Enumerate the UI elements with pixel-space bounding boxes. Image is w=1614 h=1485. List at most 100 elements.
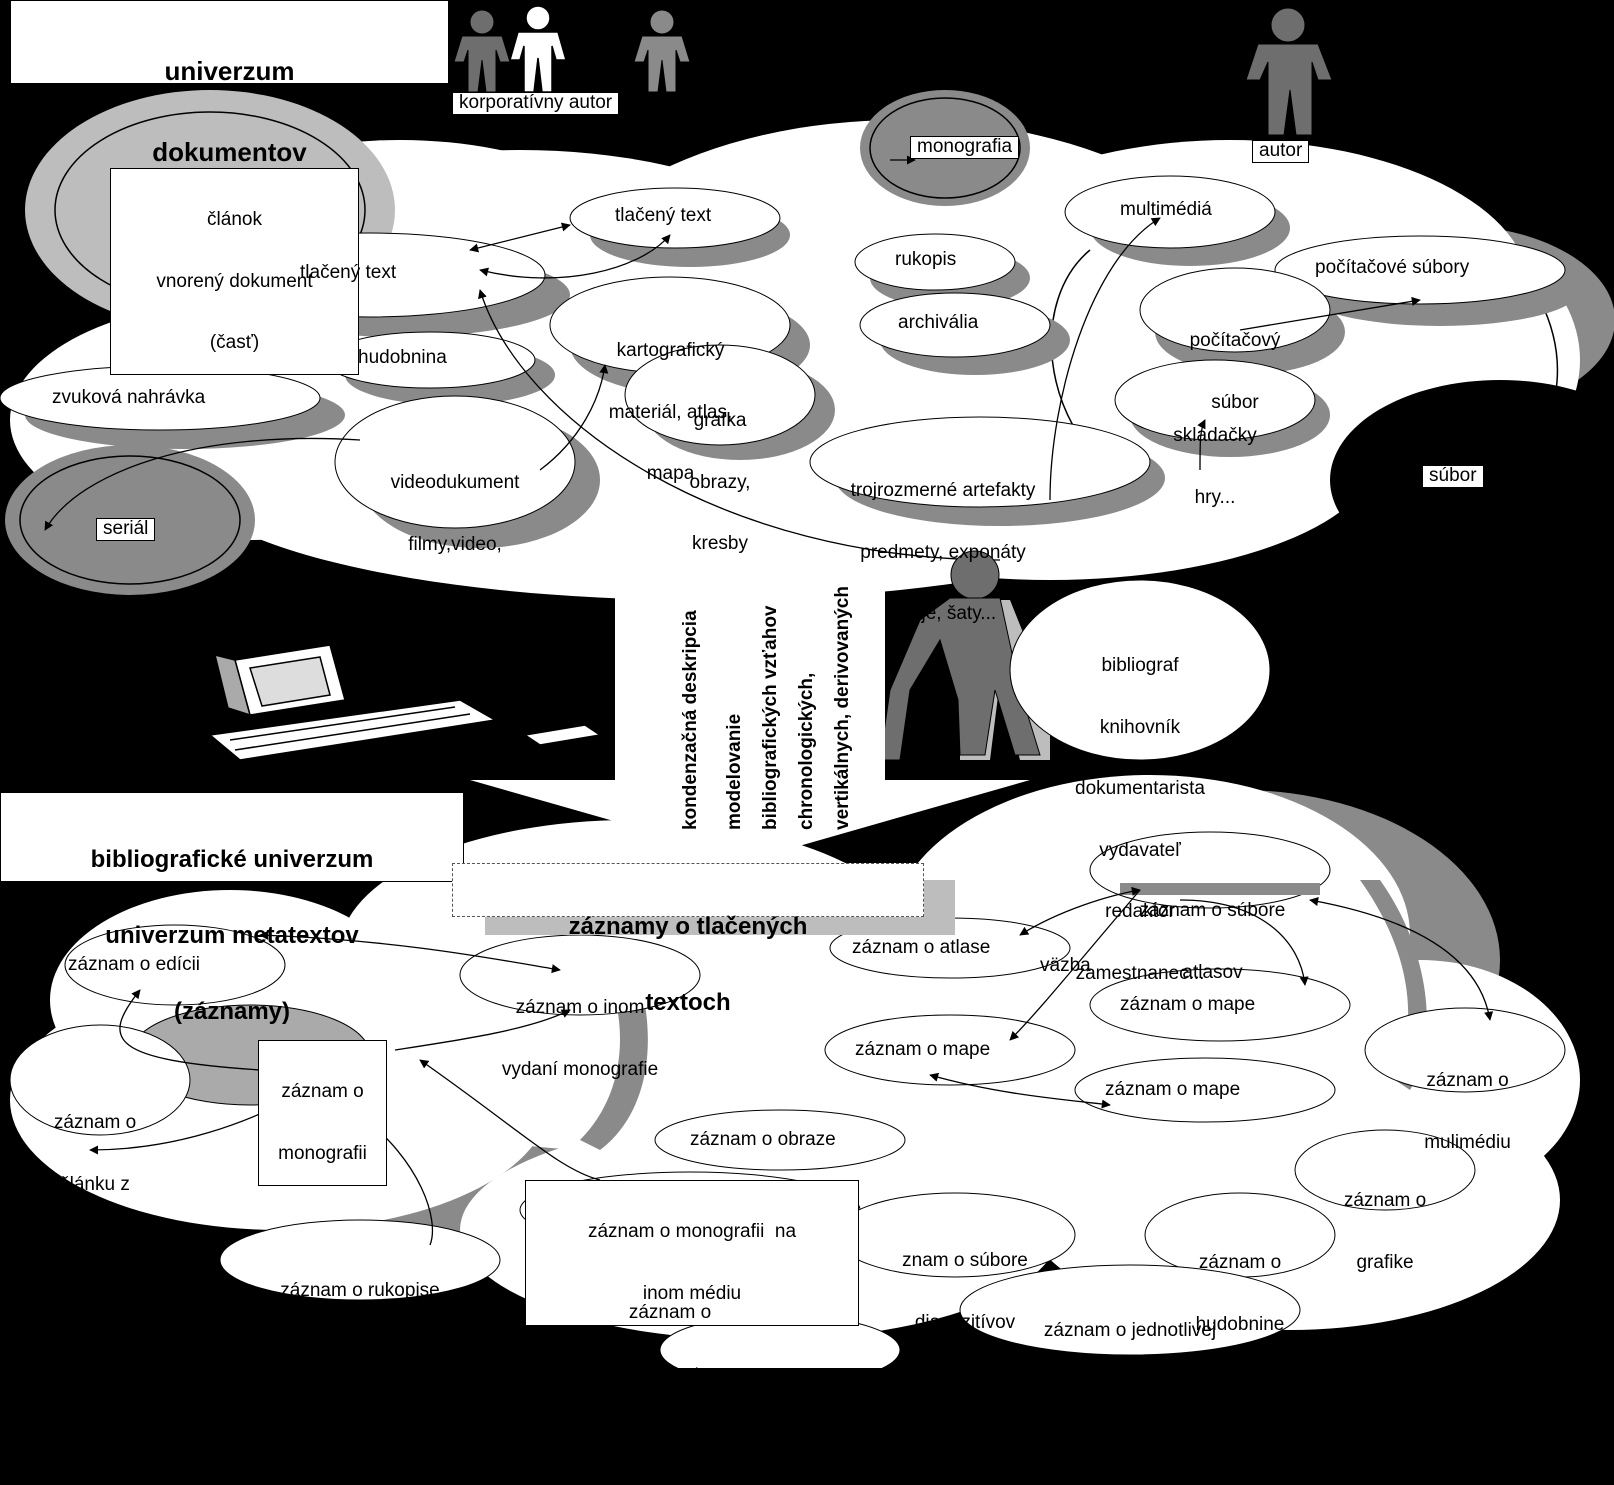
line: monografii [278,1142,367,1164]
line: bibliograf [1101,655,1179,677]
line: záznam [751,1368,819,1390]
line: textoch [645,988,731,1016]
line: trojrozmerné artefakty [850,480,1036,502]
printed-records-title: záznamy o tlačených textoch [452,863,924,1015]
top-universe-title: univerzum dokumentov (prototextov) [10,0,449,248]
line: monografie [312,1341,408,1363]
line: vnorený dokument [156,270,313,292]
multimedia-label: multimédiá [1120,199,1212,220]
record-slide: záznam o diapozitíve [705,1328,865,1472]
top-arrows [44,155,1421,561]
diagram-stage: univerzum dokumentov (prototextov) korpo… [0,0,1614,1368]
line: dokumentarista [1075,778,1205,800]
line: knihovník [1099,716,1181,738]
line: skladbe alebo súbore [1039,1381,1221,1403]
line: hry... [1194,486,1236,508]
record-other-edition: záznam o inom vydaní monografie [455,957,705,1101]
process-line: vertikálnych, derivovaných [832,586,853,830]
line: bibliografické univerzum [90,846,374,874]
line: záznam o [1198,1252,1282,1274]
line: článku z [60,1173,130,1195]
line: grafike [1356,1251,1414,1273]
roles-bubble [1009,579,1271,761]
line: záznam o monografii na [587,1221,797,1243]
record-atlas-set: záznam o súbore atlasov [1130,860,1295,1004]
record-monograph: záznam o monografii [258,1040,387,1186]
line: skladačky [1173,425,1257,447]
process-arrow [470,590,1030,860]
line: filmy,video, [408,533,502,555]
music-label: hudobnina [358,347,447,368]
line: skladieb [1095,1443,1165,1465]
line: záznam o [281,1081,364,1103]
cartographic-label: kartografický materiál, atlas, mapa [578,300,763,505]
article-label: článok vnorený dokument (časť) [110,168,359,376]
computer-files-label: počítačové súbory [1315,257,1470,278]
corporate-author-label: korporatívny autor [452,92,620,115]
line: stroje, šaty... [889,603,997,625]
printed-text-1-label: tlačený text [615,205,712,226]
process-line: chronologických, [796,672,817,830]
record-slide-set: znam o súbore diapozitívov [880,1210,1050,1354]
record-monograph-other-medium: záznam o monografii na inom médiu [525,1180,859,1326]
line: kartografický [616,340,725,362]
puzzles-label: skladačky hry... [1165,385,1265,529]
author-icon [1245,7,1333,136]
line: inom médiu [642,1282,742,1304]
artefacts-label: trojrozmerné artefakty predmety, exponát… [808,440,1078,645]
video-label: videodukument filmy,video, diapozitívy, … [365,432,545,699]
line: záznam o [1343,1190,1427,1212]
record-article-from-monograph: záznam o článku z monografie, [25,1072,165,1277]
line: znam o súbore [902,1250,1028,1272]
sound-recording-label: zvuková nahrávka [52,387,206,408]
line: súbor [1211,391,1259,413]
archivalia-label: archivália [898,312,979,333]
line: počítačový [1189,330,1281,352]
line: predmety, exponáty [860,541,1026,563]
line: atlasov [1182,961,1243,983]
line: záznam o [1426,1070,1509,1092]
line: (záznamy) [173,997,291,1025]
line: mapa [646,463,695,485]
title-line: univerzum [164,55,295,86]
line: mulimédiu [1424,1131,1511,1153]
process-line: modelovanie [724,713,745,830]
record-edition: záznam o edícii [68,954,201,975]
line: článok [207,209,262,231]
record-manuscript-monograph: záznam o rukopise monografie [235,1240,485,1384]
line: vydaní monografie [501,1058,659,1080]
line: záznam o jednotlivej [1043,1320,1217,1342]
computer-icon [208,644,602,761]
process-line: bibliografických vzťahov [760,605,781,831]
line: zamestnanec... [1075,962,1205,984]
record-map-2: záznam o mape [855,1039,991,1060]
line: diapozitívy, [408,595,502,617]
computer-file-label: počítačový súbor [1170,290,1300,434]
record-picture: záznam o obraze [690,1129,836,1150]
line: záznam o rukopise [280,1280,440,1302]
record-map-1: záznam o mape [1120,994,1256,1015]
author-label: autor [1252,140,1310,163]
line: hudobnine [1195,1313,1285,1335]
line: obrazy, [689,471,751,493]
graphic-label: grafka obrazy, kresby [670,370,770,575]
line: kresby [692,533,748,555]
line: záznamy o tlačených [568,913,808,941]
link-label: väzba [1040,955,1091,976]
record-music: záznam o hudobnine [1180,1212,1300,1356]
title-line: dokumentov [152,137,307,168]
line: záznam o súbore [1139,900,1286,922]
line: o diapozitíve [731,1429,839,1451]
file-label: súbor [1422,465,1484,488]
manuscript-label: rukopis [895,249,957,270]
bottom-universe-title: bibliografické univerzum univerzum metat… [0,792,464,1024]
printed-text-2-label: tlačený text [300,262,397,283]
roles-label: bibliograf knihovník dokumentarista vyda… [1040,615,1240,1005]
record-map-3: záznam o mape [1105,1079,1241,1100]
monograph-label: monografia [910,136,1020,159]
line: (časť) [209,332,260,354]
line: vydavateľ [1099,839,1181,861]
line: záznam o inom [515,997,645,1019]
line: materiál, atlas, [608,401,733,423]
line: redaktor [1105,901,1175,923]
